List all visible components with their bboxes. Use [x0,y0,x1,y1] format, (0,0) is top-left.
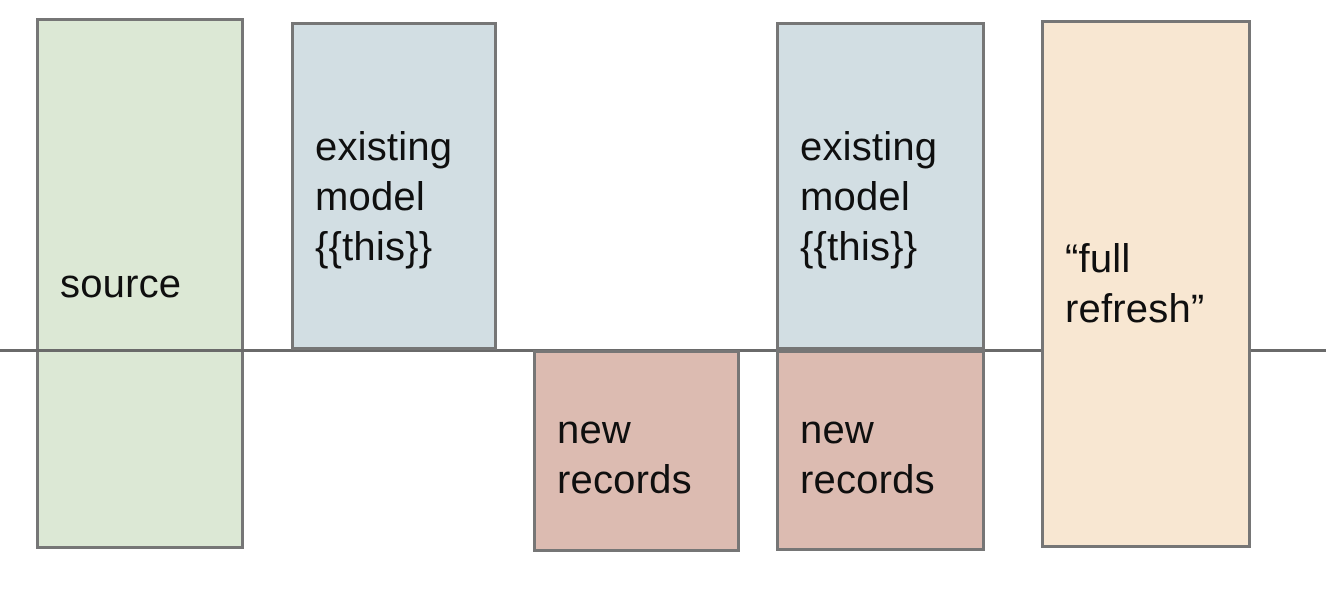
existing-model-box-2: existing model {{this}} [776,22,985,350]
existing-model-box-1: existing model {{this}} [291,22,497,350]
new-records-box-1: new records [533,350,740,552]
existing-model-label-1: existing model {{this}} [315,125,453,269]
source-label: source [60,261,182,306]
source-box: source [36,18,244,549]
full-refresh-box: “full refresh” [1041,20,1251,548]
new-records-label-1: new records [557,408,692,502]
existing-model-label-2: existing model {{this}} [800,125,938,269]
full-refresh-label: “full refresh” [1065,237,1205,331]
new-records-label-2: new records [800,407,935,502]
new-records-box-2: new records [776,350,985,551]
